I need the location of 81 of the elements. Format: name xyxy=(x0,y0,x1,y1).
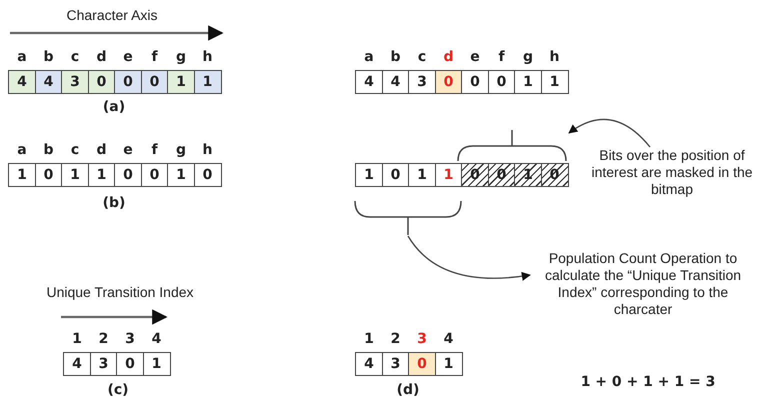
column-letter: e xyxy=(470,49,480,65)
array-cell: 1 xyxy=(434,163,462,187)
column-letter: b xyxy=(43,142,54,158)
column-letter: f xyxy=(151,142,158,158)
equation: 1 + 0 + 1 + 1 = 3 xyxy=(580,374,716,390)
panel-caption: (c) xyxy=(107,382,129,398)
array-cell: 0 xyxy=(114,70,142,94)
column-letter: e xyxy=(123,142,133,158)
column-letter: a xyxy=(364,49,374,65)
array-cell: 1 xyxy=(434,352,462,376)
column-letter: g xyxy=(176,49,186,65)
column-letter: d xyxy=(443,49,454,65)
array-cell: 4 xyxy=(63,352,91,376)
index-number: 3 xyxy=(125,331,135,347)
array-cell: 0 xyxy=(194,163,222,187)
array-cell: 4 xyxy=(8,70,36,94)
array-cell: 0 xyxy=(461,70,489,94)
column-letter: h xyxy=(202,49,212,65)
panel-caption: (a) xyxy=(102,99,126,115)
array-cell: 0 xyxy=(140,70,168,94)
curved-arrow xyxy=(568,118,650,148)
panel-caption: (b) xyxy=(102,195,126,211)
array-cell: 0 xyxy=(88,70,116,94)
array-cell: 4 xyxy=(34,70,62,94)
callout-text: Population Count Operation to calculate the “Unique Transition Index” corresponding to the charcater xyxy=(530,250,756,342)
index-number: 4 xyxy=(444,331,454,347)
array-cell: 0 xyxy=(116,352,144,376)
array-cell: 0 xyxy=(434,70,462,94)
column-letter: a xyxy=(17,49,27,65)
array-cell: 0 xyxy=(114,163,142,187)
column-letter: c xyxy=(418,49,426,65)
axis-title: Unique Transition Index xyxy=(46,284,194,300)
array-cell: 1 xyxy=(88,163,116,187)
array-cell: 3 xyxy=(61,70,89,94)
index-number: 2 xyxy=(390,331,400,347)
column-letter: a xyxy=(17,142,27,158)
array-cell: 3 xyxy=(382,352,410,376)
column-letter: g xyxy=(522,49,534,65)
array-cell: 1 xyxy=(355,163,383,187)
array-cell: 0 xyxy=(488,70,516,94)
curly-brace xyxy=(354,200,462,236)
array-cell: 1 xyxy=(194,70,222,94)
column-letter: h xyxy=(202,142,212,158)
array-cell: 0 xyxy=(382,163,410,187)
array-cell: 1 xyxy=(8,163,36,187)
array-cell: 1 xyxy=(167,70,195,94)
column-letter: b xyxy=(390,49,401,65)
array-cell: 0 xyxy=(408,352,436,376)
array-cell: 1 xyxy=(408,163,436,187)
axis-title: Character Axis xyxy=(66,7,158,23)
column-letter: f xyxy=(498,49,505,65)
column-letter: e xyxy=(123,49,133,65)
column-letter: d xyxy=(96,142,107,158)
array-cell: 1 xyxy=(61,163,89,187)
panel-caption: (d) xyxy=(396,382,420,398)
array-cell: 3 xyxy=(408,70,436,94)
array-cell: 1 xyxy=(514,70,542,94)
curved-arrow xyxy=(407,236,531,281)
array-cell: 1 xyxy=(142,352,170,376)
array-cell: 1 xyxy=(167,163,195,187)
column-letter: f xyxy=(151,49,158,65)
index-number: 2 xyxy=(98,331,108,347)
array-cell: 4 xyxy=(355,352,383,376)
array-cell: 4 xyxy=(382,70,410,94)
index-number: 3 xyxy=(417,331,427,347)
index-number: 1 xyxy=(72,331,82,347)
curly-brace xyxy=(457,128,567,162)
array-cell: 1 xyxy=(540,70,568,94)
column-letter: h xyxy=(550,49,560,65)
array-cell: 0 xyxy=(34,163,62,187)
index-number: 4 xyxy=(152,331,162,347)
array-cell: 0 xyxy=(140,163,168,187)
array-cell: 4 xyxy=(355,70,383,94)
column-letter: g xyxy=(176,142,186,158)
callout-text: Bits over the position of interest are masked in the bitmap xyxy=(588,147,756,203)
column-letter: c xyxy=(70,142,80,158)
array-cell: 3 xyxy=(90,352,118,376)
column-letter: d xyxy=(96,49,107,65)
column-letter: b xyxy=(43,49,54,65)
column-letter: c xyxy=(70,49,80,65)
index-number: 1 xyxy=(364,331,374,347)
